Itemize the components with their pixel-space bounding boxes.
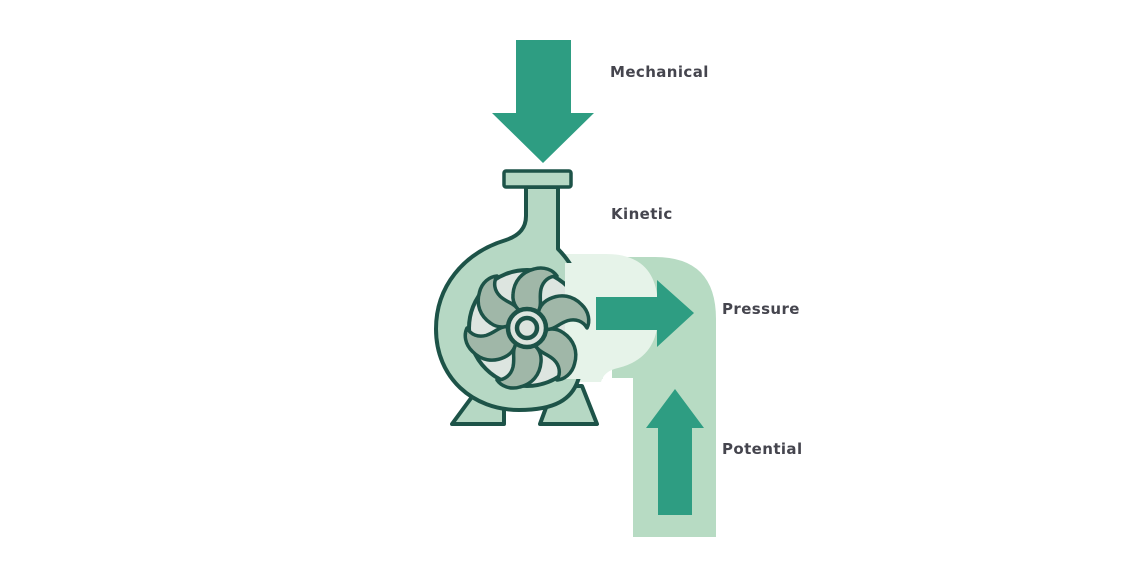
label-mechanical: Mechanical (610, 63, 709, 81)
down-arrow-icon (492, 40, 594, 163)
pump-inlet-flange (502, 169, 573, 189)
label-kinetic: Kinetic (611, 205, 673, 223)
label-pressure: Pressure (722, 300, 800, 318)
pump-icon (434, 169, 603, 426)
impeller-blade (476, 274, 521, 329)
label-potential: Potential (722, 440, 803, 458)
right-arrow-icon (596, 280, 694, 347)
up-arrow-icon (646, 389, 704, 515)
impeller-icon (463, 266, 591, 390)
impeller-hub-ring (514, 315, 540, 341)
